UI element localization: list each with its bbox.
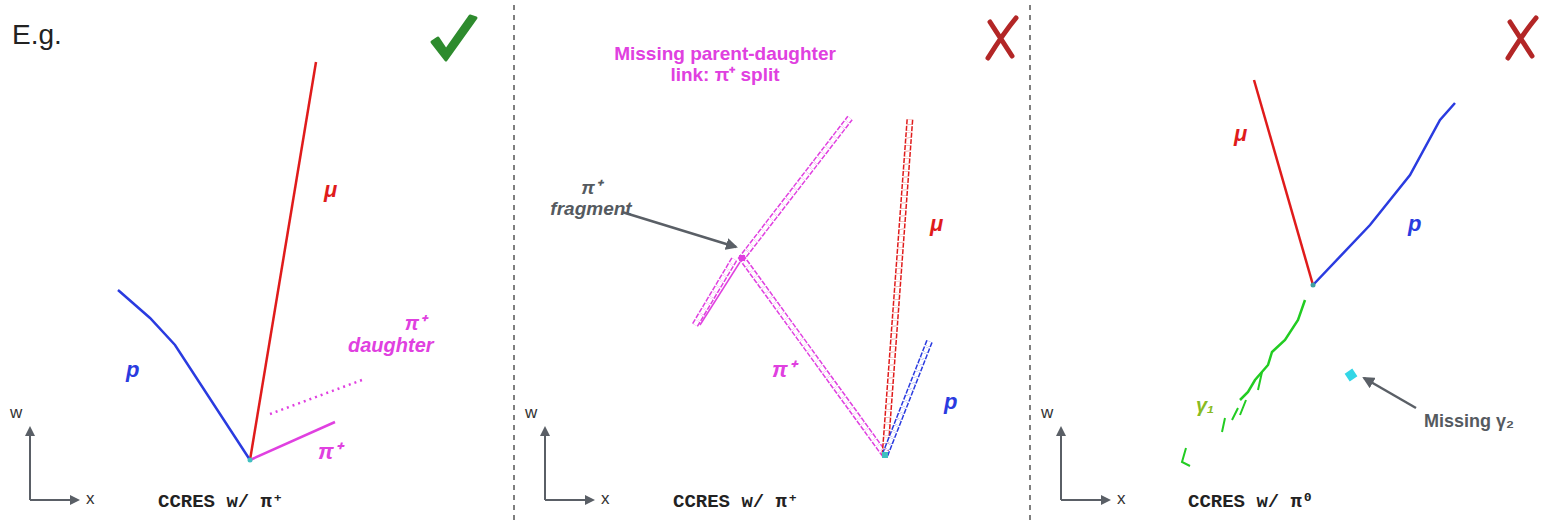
particle-label: π⁺ [772,358,795,382]
panel-caption: CCRES w/ π⁺ [673,492,798,513]
particle-label: γ₁ [1196,394,1214,416]
axis-label: w [1041,404,1053,423]
particle-label: μ [324,178,337,202]
axis-label: w [525,404,537,423]
annotation-label: Missing γ₂ [1424,412,1514,432]
particle-label: μ [930,212,943,236]
particle-label: p [126,358,139,382]
panel-caption: CCRES w/ π⁺ [158,492,283,513]
cross-mark [1508,18,1536,58]
particle-label: p [944,390,957,414]
panel-divider [513,5,515,522]
leader-arrow [1364,378,1416,408]
particle-label: π⁺ [318,440,341,464]
annotation-label: π⁺ fragment [548,178,634,220]
cross-mark [988,18,1016,58]
check-mark [432,16,476,60]
particle-label: μ [1234,122,1247,146]
panel-caption: CCRES w/ π⁰ [1188,492,1313,513]
axis-label: x [601,490,610,509]
axis-indicator [30,428,1109,500]
axis-label: x [1117,490,1126,509]
particle-label: π⁺ daughter [348,312,426,356]
tracks-panel-1 [118,62,362,463]
panel-divider [1029,5,1031,522]
heading-label: E.g. [12,20,62,51]
axis-label: x [86,490,95,509]
axis-label: w [10,404,22,423]
annotation-label: Missing parent-daughter link: π⁺ split [605,44,845,86]
particle-label: p [1408,212,1421,236]
tracks-panel-3 [1182,80,1455,466]
leader-arrow [622,212,736,247]
tracks-panel-2 [695,118,930,458]
